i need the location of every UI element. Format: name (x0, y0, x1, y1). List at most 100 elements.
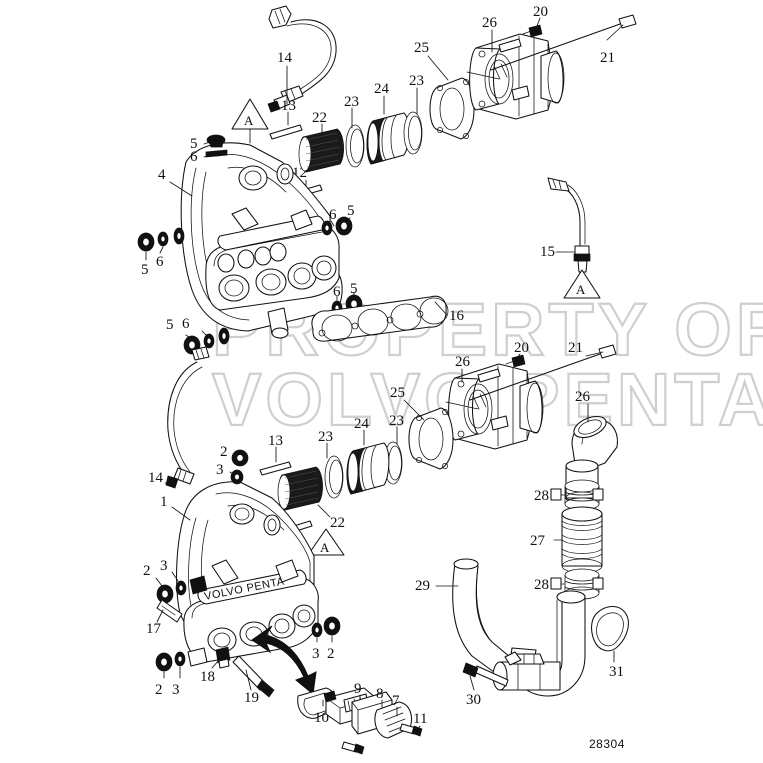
leader-3-a (229, 471, 235, 476)
oxygen-sensor-cable-lower (165, 346, 210, 489)
leader-5-b (346, 217, 351, 223)
leader-6-b (330, 220, 335, 227)
long-stud-lower (469, 344, 617, 410)
nut-washer-lower-b (156, 575, 208, 604)
callout-2-c: 2 (155, 682, 163, 698)
exhaust-pipe-assembly (452, 558, 586, 697)
callout-9: 9 (354, 681, 362, 697)
callout-5-d: 5 (350, 281, 358, 297)
nut-washer-lower-c (155, 647, 208, 672)
bellows-hose-lower (346, 442, 390, 495)
callout-13-upper: 13 (281, 98, 296, 114)
callout-6-c: 6 (156, 254, 164, 270)
leader-26-upper-b (466, 71, 500, 80)
pipe-bolt (462, 662, 509, 687)
callout-8: 8 (376, 686, 384, 702)
callout-6-e: 6 (182, 316, 190, 332)
callout-14-lower: 14 (148, 470, 164, 486)
callout-15: 15 (540, 244, 555, 260)
callout-7: 7 (392, 693, 400, 709)
callout-20-lower: 20 (514, 340, 529, 356)
throttle-gasket-upper (429, 77, 475, 140)
warning-triangle-lower: A (307, 528, 345, 556)
callout-20-upper: 20 (533, 4, 548, 20)
leader-26-lower-b (445, 401, 479, 410)
callout-5-e: 5 (166, 317, 174, 333)
leader-2-a (232, 454, 237, 458)
egr-screws (341, 723, 423, 755)
leader-11 (417, 725, 421, 731)
nut-washer-upper-c (137, 227, 185, 252)
callout-21-upper: 21 (600, 50, 615, 66)
nut-washer-lower-a (230, 449, 249, 485)
callout-10: 10 (314, 710, 329, 726)
intake-manifold-upper (180, 142, 343, 339)
callout-21-lower: 21 (568, 340, 583, 356)
callout-16: 16 (449, 308, 465, 324)
svg-text:A: A (320, 540, 330, 555)
warning-triangle-lower-right: A (563, 269, 601, 299)
leader-14-lower (164, 481, 171, 484)
callout-3-b: 3 (160, 558, 168, 574)
callout-4: 4 (158, 167, 166, 183)
callout-5-b: 5 (347, 203, 355, 219)
leader-18 (211, 659, 220, 669)
callout-6-b: 6 (329, 207, 337, 223)
clamp-box-lower (550, 577, 562, 590)
callout-24-lower: 24 (354, 416, 370, 432)
leader-2-b (155, 577, 163, 587)
leader-5-e (185, 334, 191, 339)
sensor-screw-lower (505, 354, 526, 368)
callout-26-elbow: 26 (575, 389, 591, 405)
callout-11: 11 (413, 711, 427, 727)
cap-upper (205, 134, 228, 158)
leader-19 (245, 669, 252, 691)
throttle-body-upper (469, 33, 565, 120)
bolt-19 (232, 655, 275, 698)
callout-6-a: 6 (190, 149, 198, 165)
leader-16 (434, 301, 448, 316)
callout-28-upper: 28 (534, 488, 549, 504)
nut-washer-lower-d (311, 616, 341, 638)
callout-23-lower-b: 23 (389, 413, 404, 429)
leader-25-lower (403, 399, 425, 421)
leader-22-lower (317, 504, 331, 518)
stud-bolt (156, 599, 183, 623)
callout-2-d: 2 (327, 646, 335, 662)
svg-text:A: A (576, 282, 586, 297)
callout-19: 19 (244, 690, 259, 706)
svg-text:A: A (244, 113, 254, 128)
manifold-gasket (311, 295, 449, 342)
bellows-hose-upper (366, 112, 410, 165)
callout-23-lower-a: 23 (318, 429, 333, 445)
callout-23-upper-a: 23 (344, 94, 359, 110)
leader-25-upper (427, 55, 449, 81)
clamp-ring-upper-a (345, 124, 365, 168)
callout-3-a: 3 (216, 462, 224, 478)
callout-26-lower: 26 (455, 354, 471, 370)
leader-20-upper (536, 17, 541, 27)
callout-24-upper: 24 (374, 81, 390, 97)
callout-22-lower: 22 (330, 515, 345, 531)
throttle-gasket-lower (408, 407, 454, 470)
callout-30: 30 (466, 692, 481, 708)
sensor-screw-upper (522, 24, 543, 38)
callout-23-upper-b: 23 (409, 73, 424, 89)
leader-4 (169, 181, 193, 197)
leader-20-lower (517, 353, 521, 358)
callout-17: 17 (146, 621, 162, 637)
leader-6-e (201, 330, 207, 336)
callout-5-c: 5 (141, 262, 149, 278)
callout-5-a: 5 (190, 136, 198, 152)
clamp-ring-upper-b (403, 111, 423, 155)
leader-30 (469, 675, 475, 691)
rubber-sleeve-lower (277, 466, 323, 511)
callout-13-lower: 13 (268, 433, 283, 449)
callout-27: 27 (530, 533, 546, 549)
leader-5-a (203, 141, 211, 145)
leader-17 (156, 609, 164, 623)
flexible-bellows (561, 506, 603, 574)
clamp-box-upper (550, 488, 562, 501)
callout-25-lower: 25 (390, 385, 405, 401)
